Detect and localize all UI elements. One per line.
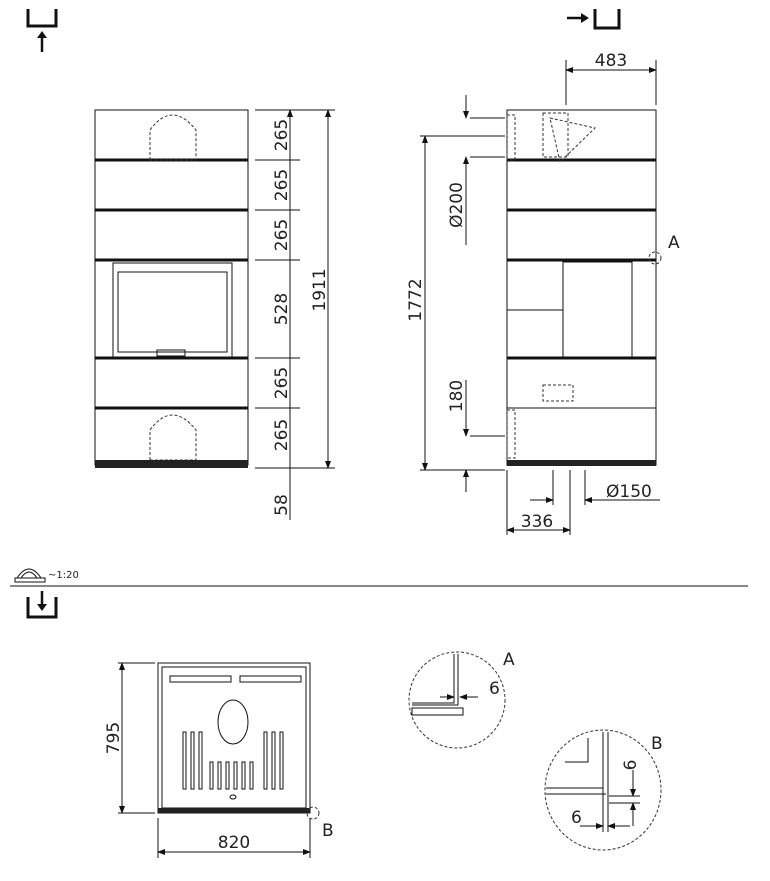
side-view: A 483 Ø200 1772 180 Ø150 336: [406, 51, 680, 535]
dim-795: 795: [104, 722, 124, 754]
dim-483: 483: [595, 51, 627, 71]
scale-ruler-icon: [14, 568, 46, 583]
dim-180: 180: [447, 380, 467, 412]
detail-b-label: B: [651, 734, 663, 754]
dim-336: 336: [521, 512, 553, 532]
dim-265-5: 265: [272, 419, 292, 451]
plan-view: 795 820 B: [104, 662, 334, 858]
scale-label: ~1:20: [48, 570, 79, 581]
dim-1911: 1911: [310, 268, 330, 311]
flue-outlet-top: [149, 114, 197, 161]
detail-b-marker: B: [322, 821, 334, 841]
dim-265-3: 265: [272, 219, 292, 251]
detail-a-label: A: [503, 650, 515, 670]
air-inlet-bottom: [149, 414, 197, 461]
dim-528: 528: [272, 293, 292, 325]
detail-a-gap: 6: [489, 679, 500, 699]
dim-flue-150: Ø150: [606, 482, 652, 502]
detail-a: 6 A: [408, 650, 515, 749]
side-view-icon: [567, 9, 621, 30]
fire-door: [112, 262, 233, 358]
detail-b-gap-horizontal: 6: [571, 808, 582, 828]
front-view: 265 265 265 528 265 265 58 1911: [94, 109, 335, 520]
dim-265-1: 265: [272, 119, 292, 151]
dim-820: 820: [218, 833, 250, 853]
dim-265-4: 265: [272, 367, 292, 399]
dim-flue-200: Ø200: [447, 182, 467, 228]
dim-265-2: 265: [272, 169, 292, 201]
detail-b-gap-vertical: 6: [621, 760, 641, 771]
detail-b: 6 6 B: [544, 729, 663, 851]
top-view-icon: [26, 591, 58, 619]
detail-a-marker: A: [668, 233, 680, 253]
front-view-icon: [26, 9, 58, 52]
dim-58: 58: [272, 494, 292, 516]
dim-1772: 1772: [406, 278, 426, 321]
